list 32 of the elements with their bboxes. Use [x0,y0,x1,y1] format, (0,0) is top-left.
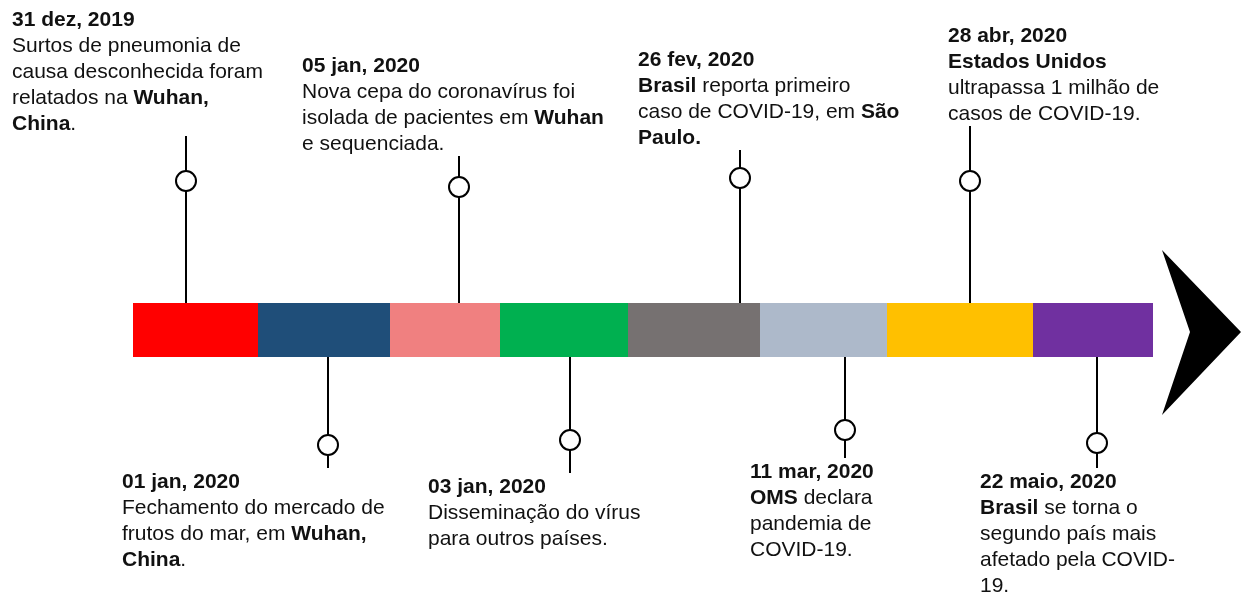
event-date: 22 maio, 2020 [980,468,1118,494]
event-description: Brasil reporta primeiro caso de COVID-19, em São Paulo. [638,72,900,150]
event-description: Disseminação do vírus para outros países. [428,499,642,551]
timeline-segment [258,303,390,357]
event-description: Estados Unidos ultrapassa 1 milhão de casos de COVID-19. [948,48,1161,126]
leader-line [448,155,470,304]
event-description: Fechamento do mercado de frutos do mar, em Wuhan, China. [122,494,386,572]
timeline-segment [133,303,258,357]
leader-line [729,149,751,304]
event-date: 31 dez, 2019 [12,6,136,32]
event-date: 03 jan, 2020 [428,473,547,499]
event-description: Nova cepa do coronavírus foi isolada de pacientes em Wuhan e sequenciada. [302,78,605,156]
timeline-segment [500,303,628,357]
event-date: 11 mar, 2020 [750,458,875,484]
timeline-segment [1033,303,1153,357]
event-date: 01 jan, 2020 [122,468,241,494]
timeline-segment [390,303,500,357]
event-date: 26 fev, 2020 [638,46,756,72]
leader-line [834,356,856,459]
leader-line [1086,356,1108,469]
event-date: 28 abr, 2020 [948,22,1069,48]
leader-line [175,135,197,304]
event-description: Brasil se torna o segundo país mais afetado pela COVID-19. [980,494,1176,598]
timeline-segment [887,303,1033,357]
event-description: OMS declara pandemia de COVID-19. [750,484,874,562]
timeline-segment [760,303,887,357]
leader-line [559,356,581,474]
leader-line [959,125,981,304]
timeline-segment [628,303,760,357]
event-date: 05 jan, 2020 [302,52,421,78]
event-description: Surtos de pneumonia de causa desconhecida foram relatados na Wuhan, China. [12,32,264,136]
leader-line [317,356,339,469]
